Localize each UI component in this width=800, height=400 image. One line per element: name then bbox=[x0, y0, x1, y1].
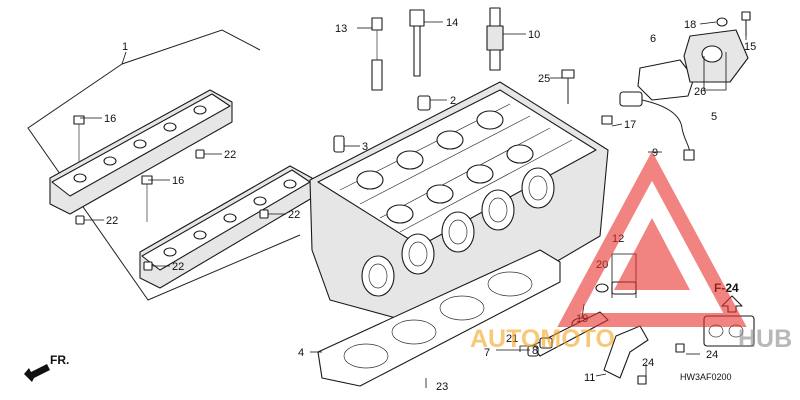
callout-11: 11 bbox=[584, 372, 595, 384]
callout-24b: 24 bbox=[642, 357, 654, 369]
camshaft-holder-assembly bbox=[27, 29, 313, 301]
callout-16b: 16 bbox=[172, 175, 184, 187]
callout-25: 25 bbox=[538, 73, 550, 85]
automotohub-watermark: AUTOMOTO HUB bbox=[470, 151, 792, 353]
callout-labels: 1 2 3 4 5 6 7 8 9 10 11 12 13 14 15 16 1… bbox=[104, 17, 756, 393]
watermark-triangle-icon bbox=[557, 151, 747, 327]
callout-24a: 24 bbox=[706, 349, 718, 361]
watermark-text-left: AUTOMOTO bbox=[470, 325, 615, 353]
callout-17: 17 bbox=[624, 119, 636, 131]
callout-4: 4 bbox=[298, 347, 304, 359]
callout-3: 3 bbox=[362, 141, 368, 153]
callout-22c: 22 bbox=[288, 209, 300, 221]
callout-21: 21 bbox=[506, 333, 518, 345]
callout-7: 7 bbox=[484, 347, 490, 359]
callout-14: 14 bbox=[446, 17, 458, 29]
front-label: FR. bbox=[50, 353, 69, 367]
front-direction-indicator: FR. bbox=[24, 353, 69, 382]
callout-6: 6 bbox=[650, 33, 656, 45]
callout-23: 23 bbox=[436, 381, 448, 393]
callout-15: 15 bbox=[744, 41, 756, 53]
figure-code: HW3AF0200 bbox=[680, 372, 732, 382]
cylinder-head-gasket bbox=[317, 249, 561, 387]
callout-9: 9 bbox=[652, 147, 658, 159]
callout-22d: 22 bbox=[172, 261, 184, 273]
callout-10: 10 bbox=[528, 29, 540, 41]
callout-8: 8 bbox=[532, 345, 538, 357]
callout-2: 2 bbox=[450, 95, 456, 107]
callout-13: 13 bbox=[335, 23, 347, 35]
watermark-text-right: HUB bbox=[738, 325, 792, 353]
callout-5: 5 bbox=[711, 111, 717, 123]
callout-16a: 16 bbox=[104, 113, 116, 125]
callout-22b: 22 bbox=[106, 215, 118, 227]
callout-22a: 22 bbox=[224, 149, 236, 161]
callout-1: 1 bbox=[122, 41, 128, 53]
callout-26: 26 bbox=[694, 86, 706, 98]
callout-18: 18 bbox=[684, 19, 696, 31]
top-fasteners bbox=[333, 7, 575, 153]
front-arrow-icon bbox=[24, 364, 50, 382]
